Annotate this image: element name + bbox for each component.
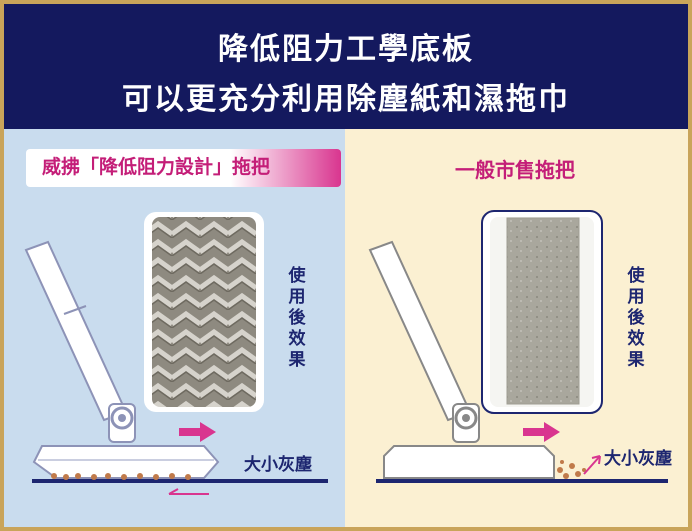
mop-illustration <box>368 240 668 483</box>
right-panel-title: 一般市售拖把 <box>455 158 575 182</box>
arrow-right-icon <box>179 422 216 442</box>
left-title-banner <box>26 149 341 187</box>
header-line-2: 可以更充分利用除塵紙和濕拖巾 <box>122 82 570 117</box>
illustrations <box>24 149 668 495</box>
arrow-diagonal-icon <box>583 455 601 475</box>
arrow-right-icon <box>523 422 560 442</box>
left-dust-label: 大小灰塵 <box>244 455 312 475</box>
left-panel-title: 威拂「降低阻力設計」拖把 <box>42 156 271 178</box>
header: 降低阻力工學底板 可以更充分利用除塵紙和濕拖巾 <box>4 4 688 129</box>
dust-pad-photo <box>144 212 264 412</box>
header-line-1: 降低阻力工學底板 <box>218 32 474 67</box>
arrow-left-icon <box>168 488 209 495</box>
left-after-use-label: 使用後效果 <box>288 266 306 370</box>
mop-illustration <box>24 240 328 483</box>
right-after-use-label: 使用後效果 <box>627 266 645 370</box>
right-dust-label: 大小灰塵 <box>604 449 672 469</box>
dust-pad-photo <box>481 210 603 414</box>
